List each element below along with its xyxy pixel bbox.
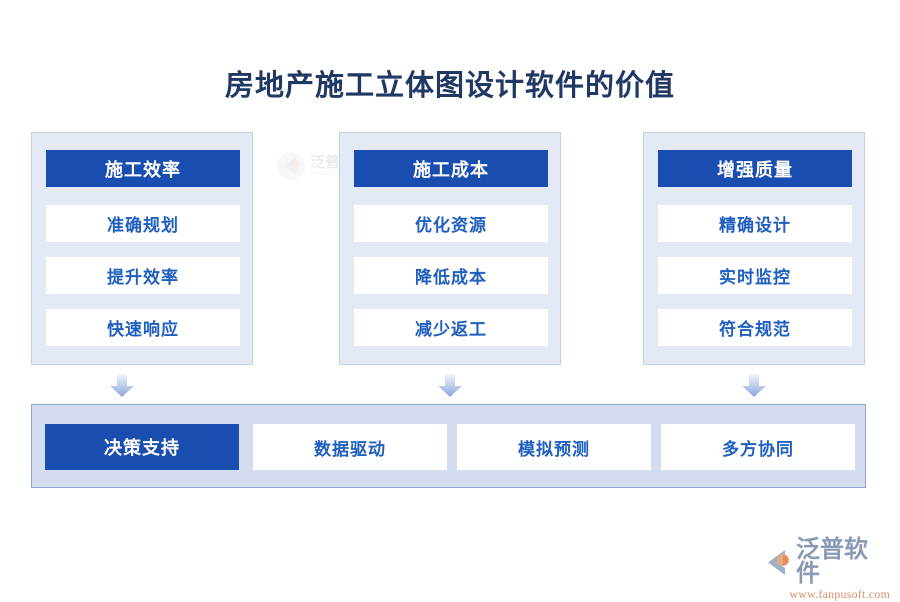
page-title: 房地产施工立体图设计软件的价值 <box>224 70 675 102</box>
panel-item-0-1[interactable]: 提升效率 <box>46 257 240 294</box>
outcome-item-data-driven[interactable]: 数据驱动 <box>253 424 447 470</box>
company-logo: 泛普软件 www.fanpusoft.com <box>762 538 890 601</box>
logo-url: www.fanpusoft.com <box>789 587 890 601</box>
panel-item-2-2[interactable]: 符合规范 <box>658 309 852 346</box>
panel-header-0: 施工效率 <box>46 150 240 187</box>
logo-row: 泛普软件 <box>762 538 890 586</box>
logo-brand-cn: 泛普软件 <box>796 536 868 587</box>
panel-item-2-0[interactable]: 精确设计 <box>658 205 852 242</box>
category-panel-construction-efficiency: 施工效率 准确规划 提升效率 快速响应 <box>31 132 253 365</box>
arrow-down-icon-2 <box>741 374 767 398</box>
outcome-item-multiparty-collaboration[interactable]: 多方协同 <box>661 424 855 470</box>
watermark-logo-icon <box>276 151 306 181</box>
category-panel-enhanced-quality: 增强质量 精确设计 实时监控 符合规范 <box>643 132 865 365</box>
panel-item-0-2[interactable]: 快速响应 <box>46 309 240 346</box>
panel-header-1: 施工成本 <box>354 150 548 187</box>
panel-item-1-1[interactable]: 降低成本 <box>354 257 548 294</box>
fanpu-logo-icon <box>762 547 793 578</box>
category-panel-construction-cost: 施工成本 优化资源 降低成本 减少返工 <box>339 132 561 365</box>
panel-item-1-0[interactable]: 优化资源 <box>354 205 548 242</box>
arrow-down-icon-1 <box>437 374 463 398</box>
arrow-down-icon-0 <box>109 374 135 398</box>
panel-item-2-1[interactable]: 实时监控 <box>658 257 852 294</box>
outcome-item-simulation-forecast[interactable]: 模拟预测 <box>457 424 651 470</box>
panel-item-1-2[interactable]: 减少返工 <box>354 309 548 346</box>
outcome-item-decision-support[interactable]: 决策支持 <box>45 424 239 470</box>
panel-header-2: 增强质量 <box>658 150 852 187</box>
panel-item-0-0[interactable]: 准确规划 <box>46 205 240 242</box>
outcome-bar: 决策支持 数据驱动 模拟预测 多方协同 <box>31 404 866 488</box>
